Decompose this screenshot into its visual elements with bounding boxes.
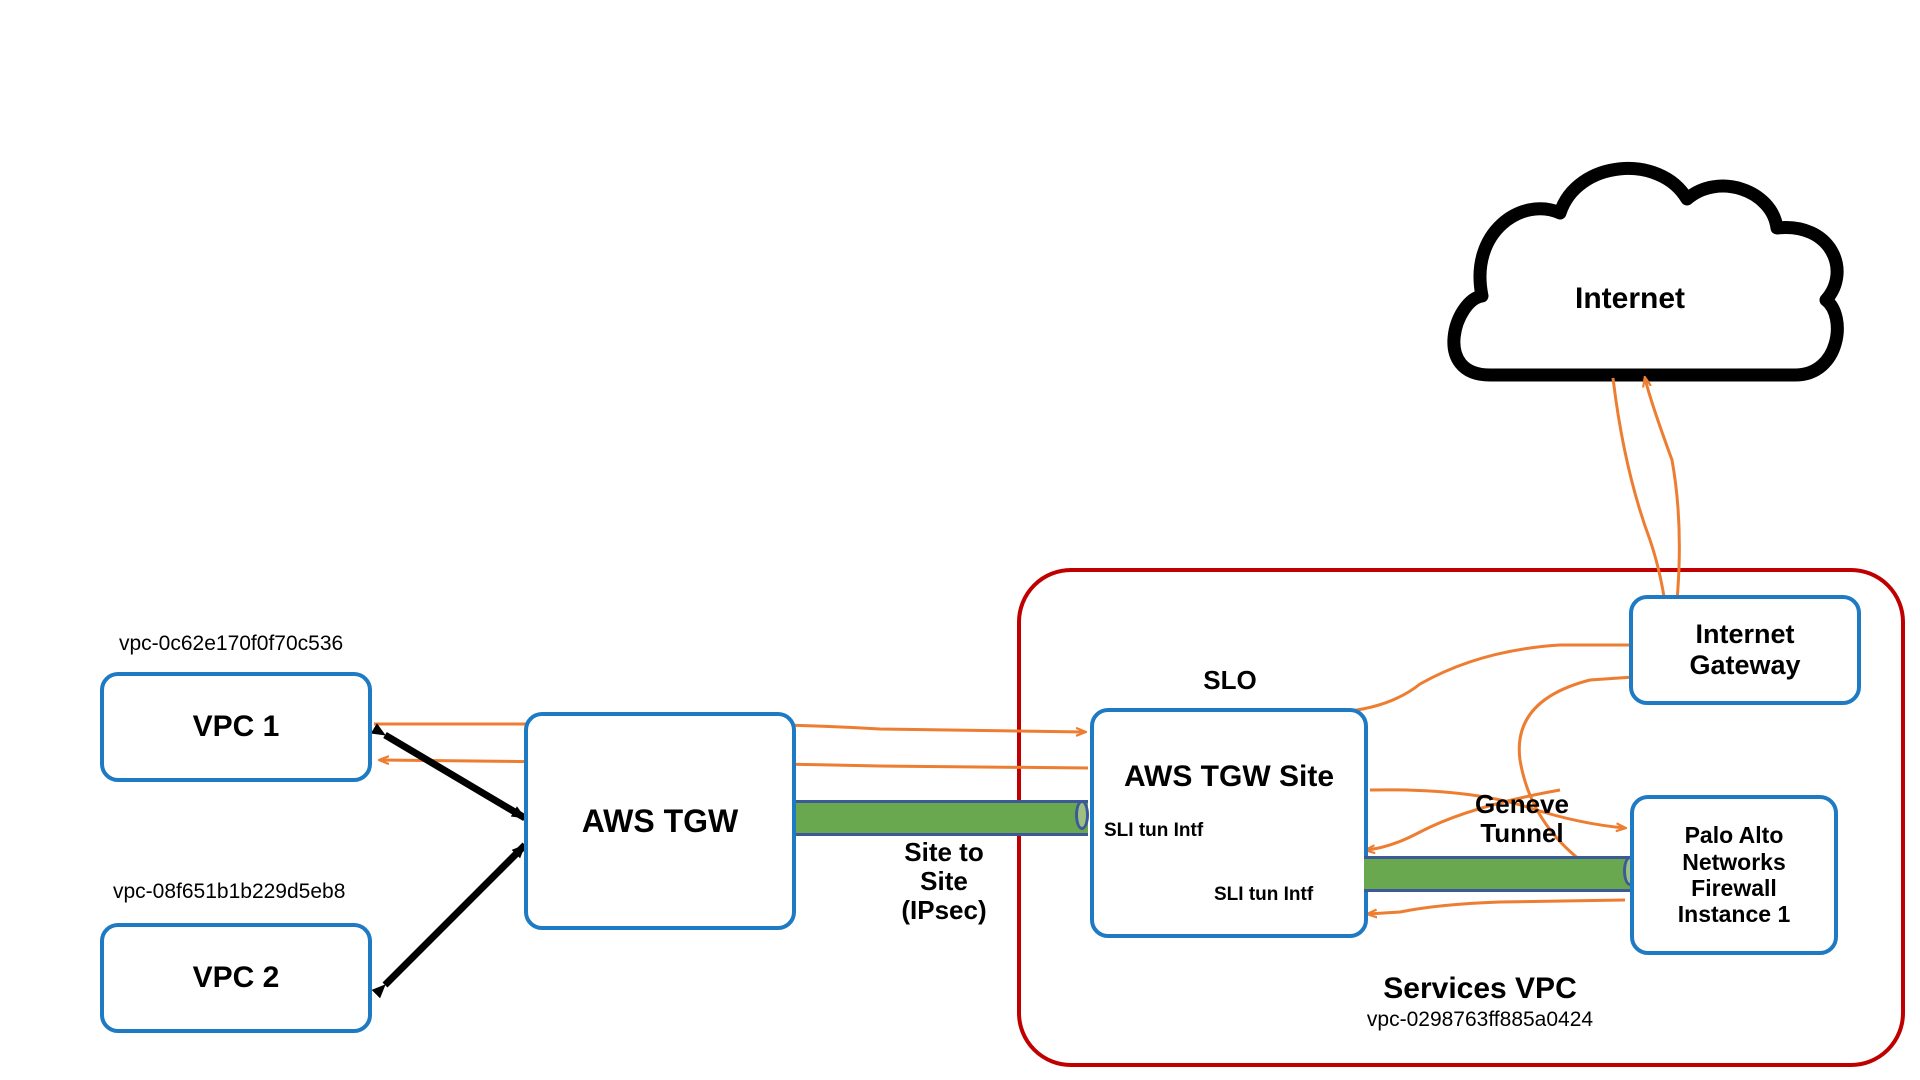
services-vpc-label: Services VPC bbox=[1383, 972, 1577, 1005]
aws-tgw-site-label: AWS TGW Site bbox=[1124, 760, 1334, 793]
node-aws-tgw-site[interactable]: AWS TGW Site SLI tun Intf SLI tun Intf bbox=[1090, 708, 1368, 938]
attachment-vpc2-tgw bbox=[371, 842, 528, 999]
internet-label: Internet bbox=[1574, 282, 1685, 315]
tunnel-geneve bbox=[1364, 856, 1636, 892]
vpc2-label: VPC 2 bbox=[192, 960, 280, 994]
flow-firewall-to-tgwsite-low bbox=[1368, 898, 1626, 914]
sli-tun-intf-top-label: SLI tun Intf bbox=[1104, 820, 1204, 841]
flow-tgwsite-to-firewall bbox=[1369, 788, 1625, 828]
aws-tgw-label: AWS TGW bbox=[581, 802, 739, 839]
attachment-vpc1-tgw bbox=[370, 723, 527, 822]
slo-label: SLO bbox=[1203, 665, 1257, 695]
node-palo-alto-firewall[interactable]: Palo Alto Networks Firewall Instance 1 bbox=[1630, 795, 1838, 955]
flow-firewall-to-tgwsite-return bbox=[1366, 788, 1561, 850]
node-vpc2[interactable]: VPC 2 bbox=[100, 923, 372, 1033]
tunnel-site-to-site bbox=[796, 800, 1088, 836]
node-vpc1[interactable]: VPC 1 bbox=[100, 672, 372, 782]
palo-alto-firewall-label: Palo Alto Networks Firewall Instance 1 bbox=[1677, 822, 1791, 928]
tunnel-geneve-label: Geneve Tunnel bbox=[1475, 789, 1569, 849]
node-internet-gateway[interactable]: Internet Gateway bbox=[1629, 595, 1861, 705]
flow-firewall-to-igw bbox=[1517, 676, 1648, 862]
internet-cloud-icon bbox=[1447, 162, 1844, 382]
sli-tun-intf-bottom-label: SLI tun Intf bbox=[1214, 884, 1314, 905]
vpc1-id-label: vpc-0c62e170f0f70c536 bbox=[119, 632, 344, 655]
internet-gateway-label: Internet Gateway bbox=[1689, 618, 1801, 680]
tunnel-site-to-site-label: Site to Site (IPsec) bbox=[901, 837, 987, 926]
vpc2-id-label: vpc-08f651b1b229d5eb8 bbox=[113, 880, 346, 903]
services-vpc-id-label: vpc-0298763ff885a0424 bbox=[1366, 1008, 1594, 1031]
node-aws-tgw[interactable]: AWS TGW bbox=[524, 712, 796, 930]
tunnel-site-to-site-cap bbox=[1075, 800, 1089, 830]
vpc1-label: VPC 1 bbox=[192, 709, 280, 743]
